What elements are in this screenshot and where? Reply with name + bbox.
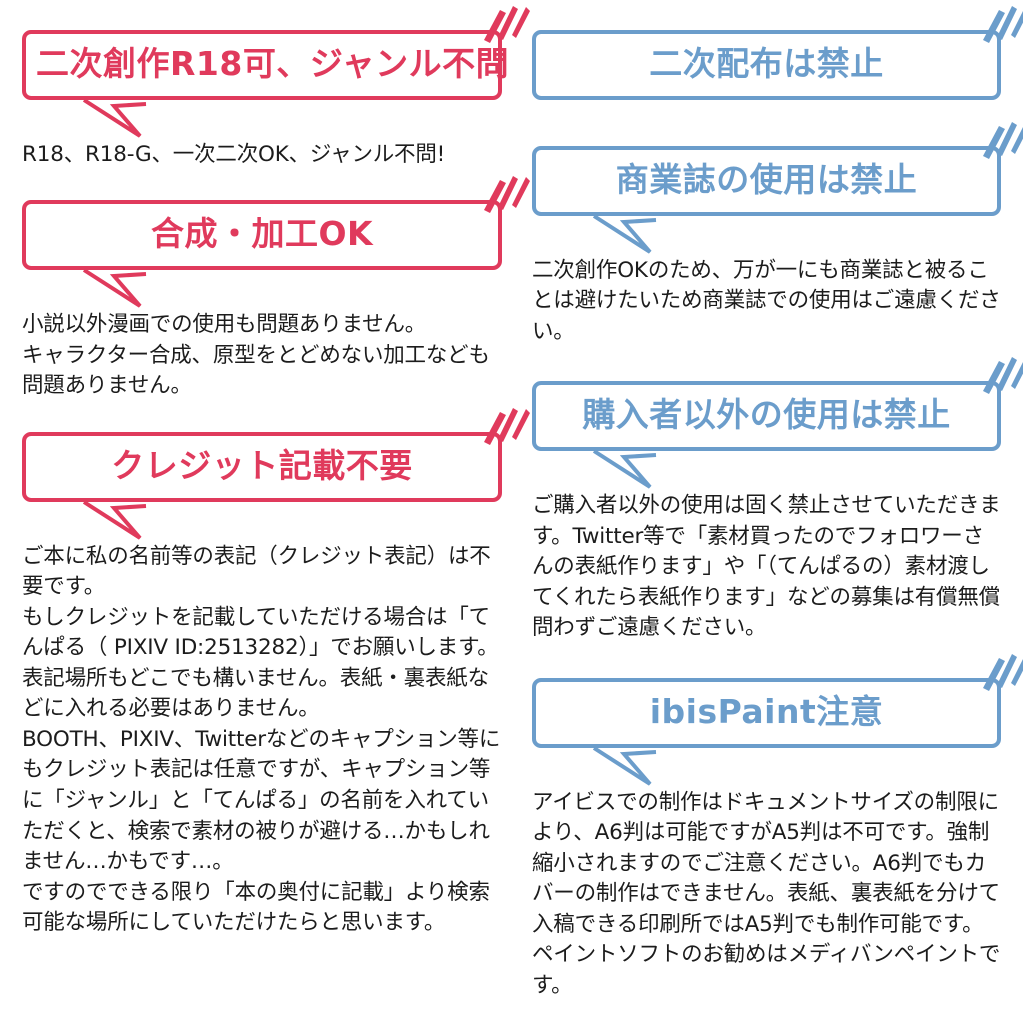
callout-box: ibisPaint注意: [532, 653, 1023, 748]
section-ibispaint-notice: ibisPaint注意 アイビスでの制作はドキュメ: [532, 653, 1023, 1002]
section-body: 二次創作OKのため、万が一にも商業誌と被ることは避けたいため商業誌での使用はご遠…: [532, 257, 1001, 344]
callout-wrap: 購入者以外の使用は禁止: [532, 357, 1023, 490]
callout-title: 合成・加工OK: [150, 214, 374, 254]
callout-box: 購入者以外の使用は禁止: [532, 357, 1023, 452]
callout-wrap: 合成・加工OK: [22, 176, 530, 309]
section-no-commercial-magazine: 商業誌の使用は禁止 二次創作OKのため、万が一にも: [532, 121, 1023, 347]
callout-wrap: 二次創作R18可、ジャンル不問: [22, 6, 530, 138]
section-body: アイビスでの制作はドキュメントサイズの制限により、A6判は可能ですがA5判は不可…: [532, 789, 1001, 998]
section-composite-edit-ok: 合成・加工OK 小説以外漫画での使用も問題ありませ: [22, 176, 530, 401]
callout-box: 二次創作R18可、ジャンル不問: [22, 6, 530, 100]
callout-wrap: クレジット記載不要: [22, 407, 530, 540]
callout-title: 二次配布は禁止: [649, 44, 884, 83]
section-secondary-creation-r18: 二次創作R18可、ジャンル不問 R18、R18-G: [22, 6, 530, 170]
left-column: 二次創作R18可、ジャンル不問 R18、R18-G: [22, 6, 530, 1024]
callout-title: 購入者以外の使用は禁止: [582, 395, 951, 435]
callout-wrap: 商業誌の使用は禁止: [532, 121, 1023, 254]
section-body: ご購入者以外の使用は固く禁止させていただきます。Twitter等で「素材買ったの…: [532, 493, 1001, 641]
impact-lines-icon: [979, 0, 1023, 46]
section-purchaser-only: 購入者以外の使用は禁止 ご購入者以外の使用は固く禁: [532, 357, 1023, 644]
callout-box: 商業誌の使用は禁止: [532, 121, 1023, 216]
callout-wrap: 二次配布は禁止: [532, 6, 1023, 100]
callout-box: 合成・加工OK: [22, 176, 530, 271]
section-body: ご本に私の名前等の表記（クレジット表記）は不要です。 もしクレジットを記載してい…: [22, 543, 501, 936]
callout-box: 二次配布は禁止: [532, 6, 1023, 100]
callout-title: クレジット記載不要: [111, 445, 413, 485]
callout-box: クレジット記載不要: [22, 407, 530, 502]
section-no-credit-required: クレジット記載不要 ご本に私の名前等の表記（クレジ: [22, 407, 530, 939]
callout-wrap: ibisPaint注意: [532, 653, 1023, 786]
section-body: 小説以外漫画での使用も問題ありません。 キャラクター合成、原型をとどめない加工な…: [22, 312, 490, 399]
callout-title: 商業誌の使用は禁止: [615, 159, 918, 199]
callout-title: ibisPaint注意: [649, 691, 884, 731]
callout-title: 二次創作R18可、ジャンル不問: [36, 44, 510, 83]
section-no-redistribution: 二次配布は禁止: [532, 6, 1023, 100]
right-column: 二次配布は禁止 商業誌の使用は禁止: [514, 6, 1023, 1024]
section-body: R18、R18-G、一次二次OK、ジャンル不問!: [22, 141, 446, 167]
